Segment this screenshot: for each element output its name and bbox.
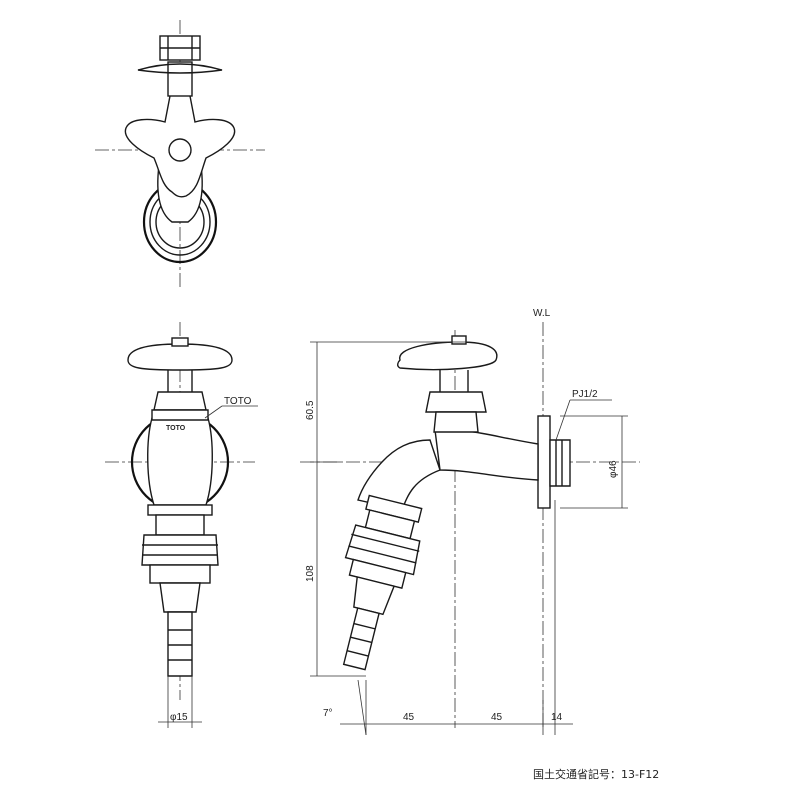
width-1-label: 45 [403,712,415,723]
dia-hose-label: φ15 [170,712,188,723]
side-view [300,322,640,736]
brand-label: TOTO [224,396,252,407]
dia-flange-label: φ46 [608,460,619,478]
brand-mark: TOTO [166,425,186,432]
top-view [95,20,265,290]
front-view [105,322,258,728]
spec-code: 国土交通省記号：13-F12 [533,767,659,781]
width-3-label: 14 [551,712,563,723]
height-upper-label: 60.5 [305,400,316,420]
height-lower-label: 108 [305,565,316,582]
angle-label: 7° [323,708,333,719]
thread-label: PJ1/2 [572,389,598,400]
water-level-label: W.L [533,308,551,319]
width-2-label: 45 [491,712,503,723]
